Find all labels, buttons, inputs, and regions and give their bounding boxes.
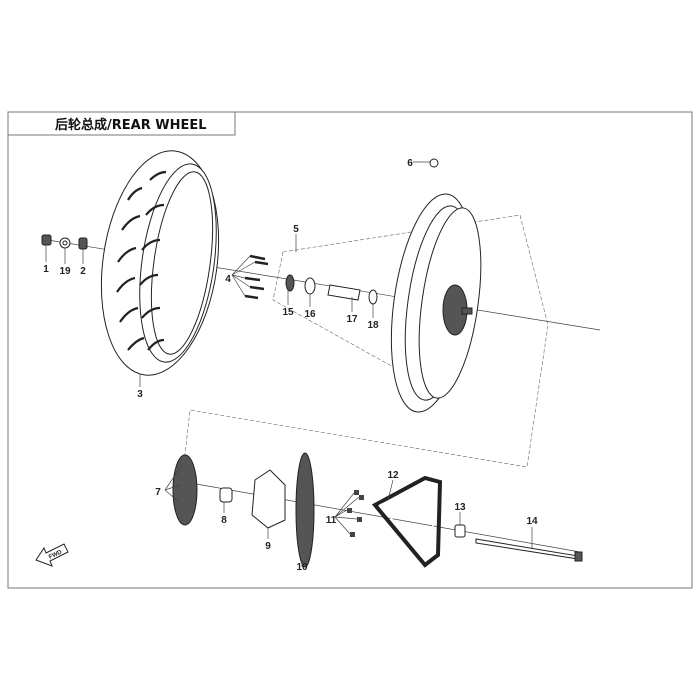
callout-8: 8 [221, 515, 227, 526]
axle-collar [454, 524, 466, 538]
part-leader-lines [45, 161, 533, 567]
drive-chain [371, 475, 443, 568]
forward-direction-arrow: FWD [35, 543, 69, 567]
sprocket-carrier [251, 469, 286, 529]
callout-2: 2 [80, 266, 86, 277]
callout-14: 14 [526, 516, 538, 527]
axle-spacer [327, 284, 361, 301]
diagram-frame [7, 111, 693, 589]
tire [100, 150, 220, 376]
callout-19: 19 [59, 266, 71, 277]
callout-17: 17 [346, 314, 358, 325]
cush-drive-rubbers [172, 454, 198, 526]
bearing [304, 277, 316, 295]
callout-1: 1 [43, 264, 49, 275]
spacer [78, 237, 88, 250]
chain-inner [378, 483, 435, 560]
wheel-rim [390, 193, 482, 413]
part7-leaders [164, 464, 183, 504]
callout-15: 15 [282, 307, 294, 318]
hub-assembly-outline [182, 214, 549, 473]
title-box [7, 111, 236, 136]
callout-7: 7 [155, 487, 161, 498]
diagram-title: 后轮总成/REAR WHEEL [55, 117, 207, 133]
callout-18: 18 [367, 320, 379, 331]
oil-seal [285, 274, 295, 292]
sprocket-spacer [219, 487, 233, 503]
washer [59, 237, 71, 249]
valve-cap [429, 158, 439, 168]
sprocket-nuts [347, 490, 364, 537]
callout-4: 4 [225, 274, 231, 285]
rear-sprocket [295, 452, 315, 568]
callout-16: 16 [304, 309, 316, 320]
bearing-right [368, 289, 378, 305]
wheel-assembly-outline [272, 251, 396, 369]
callout-10: 10 [296, 562, 308, 573]
washer-hole [62, 240, 68, 246]
bolts [244, 254, 269, 300]
callout-5: 5 [293, 224, 299, 235]
callout-12: 12 [387, 470, 399, 481]
callout-13: 13 [454, 502, 466, 513]
callout-6: 6 [407, 158, 413, 169]
bolt-leader-lines [231, 255, 256, 297]
callout-9: 9 [265, 541, 271, 552]
axle-nut [41, 234, 52, 246]
callout-11: 11 [326, 515, 337, 526]
fwd-label: FWD [48, 549, 64, 560]
axle-head [574, 551, 583, 562]
part11-leaders [334, 492, 360, 535]
callout-3: 3 [137, 389, 143, 400]
